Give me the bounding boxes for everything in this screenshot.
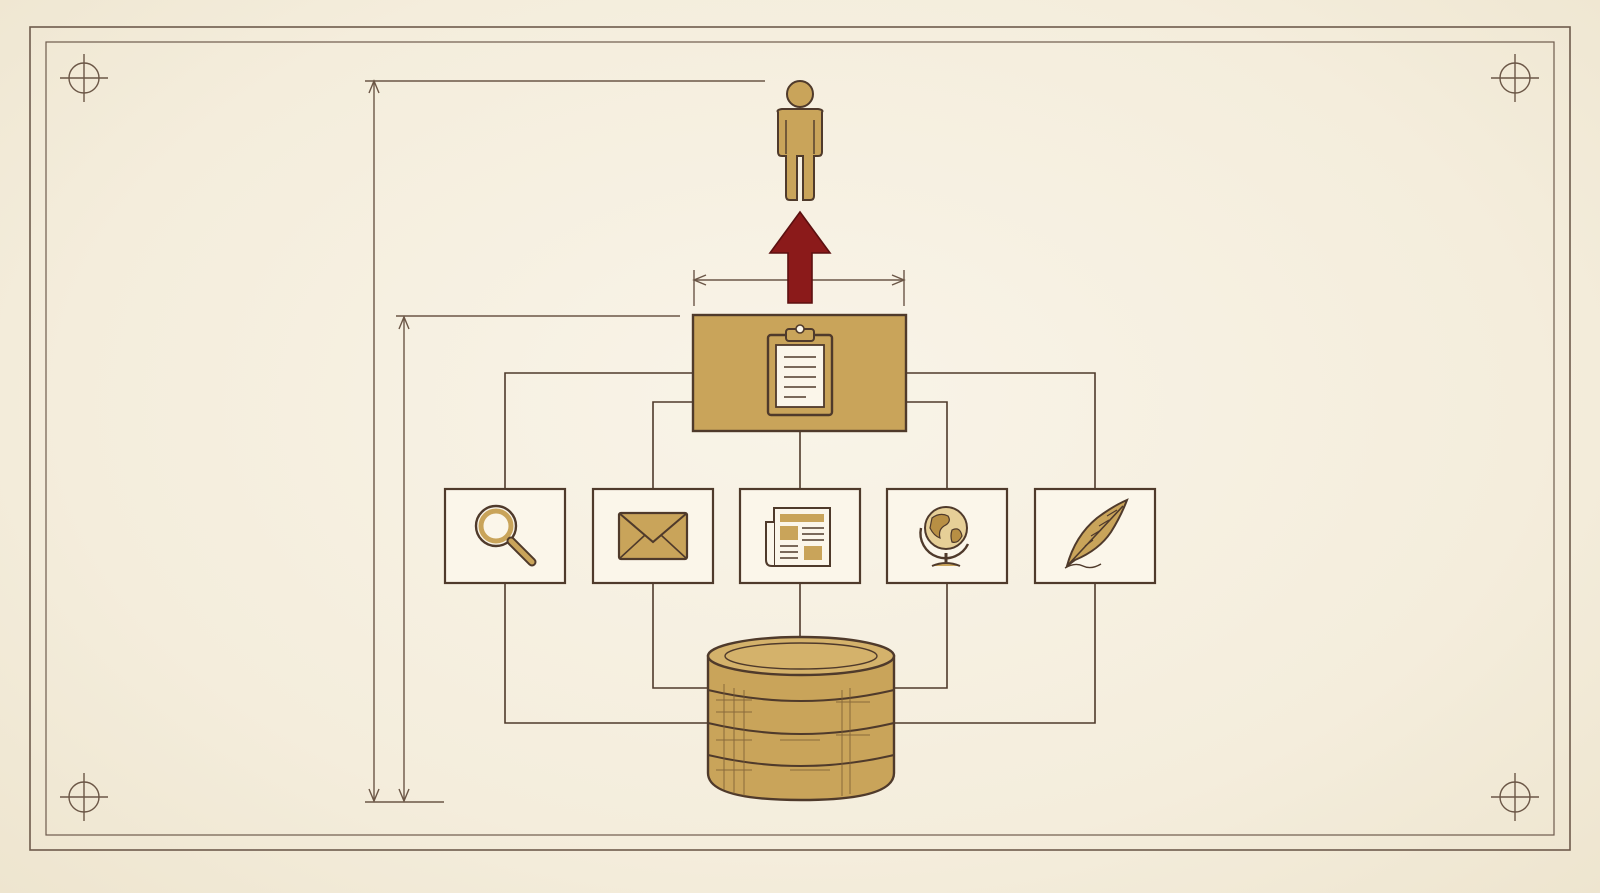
source-box-news <box>738 487 862 585</box>
dimension-line-inner <box>396 315 680 803</box>
magnifying-glass-icon <box>474 504 537 567</box>
person-icon <box>776 80 824 201</box>
crosshair-icon <box>60 54 108 102</box>
crosshair-icon <box>60 773 108 821</box>
quill-icon <box>1064 498 1129 569</box>
crosshair-icon <box>1491 54 1539 102</box>
source-box-web <box>885 487 1009 585</box>
newspaper-icon <box>765 507 831 567</box>
source-box-mail <box>591 487 715 585</box>
crosshair-icon <box>1491 773 1539 821</box>
up-arrow-icon <box>768 210 832 304</box>
database-icon <box>706 635 896 802</box>
globe-icon <box>919 506 970 567</box>
connector-lines <box>504 372 1096 724</box>
aggregator-box <box>691 313 908 433</box>
envelope-icon <box>617 511 689 561</box>
source-box-search <box>443 487 567 585</box>
clipboard-icon <box>766 324 834 417</box>
dimension-line-outer <box>365 79 765 803</box>
page-frame <box>29 26 1571 851</box>
source-box-writing <box>1033 487 1157 585</box>
